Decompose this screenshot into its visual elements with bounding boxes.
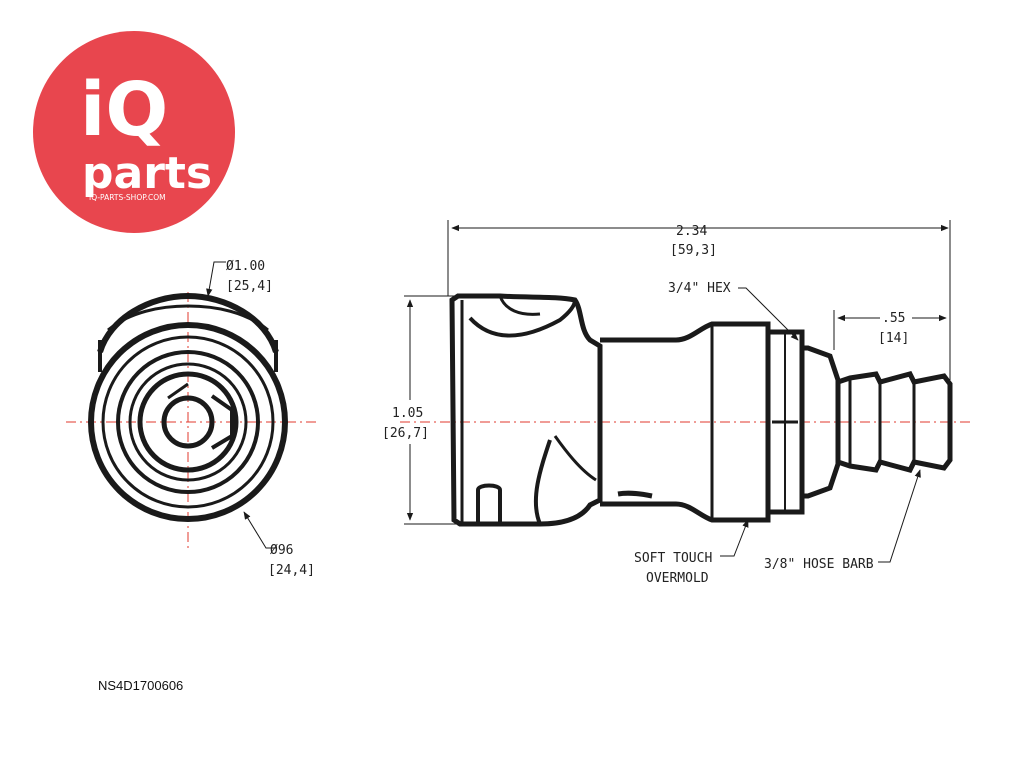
front-view (66, 292, 318, 550)
collar (802, 345, 841, 499)
overmold-label-1: SOFT TOUCH (634, 551, 712, 566)
barb-leader (878, 469, 921, 563)
outer-diameter-mm: [25,4] (226, 279, 273, 294)
part-number: NS4D1700606 (98, 678, 184, 693)
height-mm: [26,7] (382, 426, 429, 441)
logo-brand-bottom: parts (82, 148, 212, 199)
front-outer-ring (88, 322, 288, 522)
logo-brand-top: iQ (80, 67, 168, 153)
outer-diameter-in: Ø1.00 (226, 259, 265, 274)
height-in: 1.05 (392, 406, 423, 421)
hex-label: 3/4" HEX (668, 281, 731, 296)
length-mm: [59,3] (670, 243, 717, 258)
inner-diameter-in: Ø96 (270, 543, 293, 558)
hex-leader (738, 287, 799, 341)
length-in: 2.34 (676, 224, 707, 239)
barb-label: 3/8" HOSE BARB (764, 557, 874, 572)
barb-length-in: .55 (882, 311, 905, 326)
latch-button (533, 439, 552, 525)
coupling-body (449, 293, 603, 527)
overmold-leader (720, 519, 749, 557)
side-dimension-texts: 2.34 [59,3] 1.05 [26,7] .55 [14] 3/4" HE… (382, 224, 909, 586)
logo-site: IQ-PARTS-SHOP.COM (89, 193, 166, 202)
front-dimensions: Ø1.00 [25,4] Ø96 [24,4] (206, 259, 315, 578)
iq-parts-logo: iQ parts IQ-PARTS-SHOP.COM (33, 31, 235, 233)
side-dimensions (404, 220, 951, 563)
hose-barb (837, 371, 953, 473)
side-view (400, 293, 972, 527)
overmold-label-2: OVERMOLD (646, 571, 709, 586)
inner-diameter-mm: [24,4] (268, 563, 315, 578)
front-bore (161, 395, 215, 449)
barb-length-mm: [14] (878, 331, 909, 346)
